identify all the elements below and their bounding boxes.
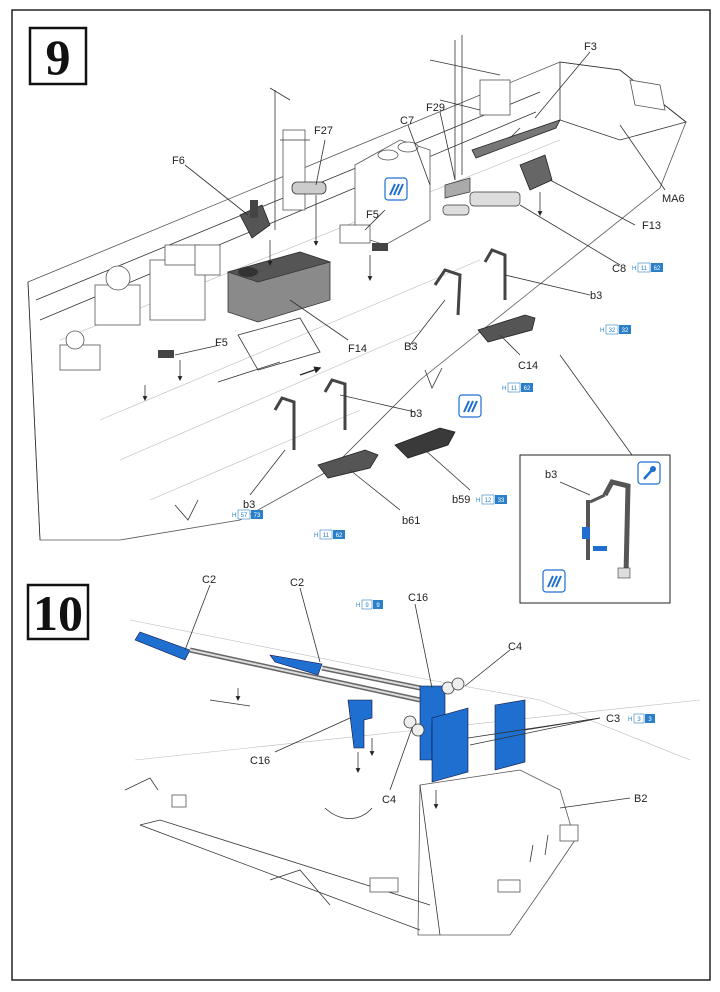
svg-text:62: 62 [524,386,531,392]
svg-text:H: H [502,386,506,392]
svg-text:32: 32 [609,328,616,334]
svg-text:H: H [628,717,632,723]
label-c4-bottom: C4 [382,794,396,806]
paint-code-c8: H 11 62 [632,262,663,273]
svg-text:11: 11 [511,386,518,392]
svg-text:11: 11 [641,266,648,272]
svg-text:H: H [632,266,636,272]
label-b3-lower: b3 [243,499,255,511]
decal-icon [384,177,408,201]
label-b61: b61 [402,515,420,527]
label-f6: F6 [172,155,185,167]
label-c8: C8 [612,263,626,275]
label-b3-middle: b3 [410,408,422,420]
svg-text:H: H [232,513,236,519]
label-c4-top: C4 [508,641,522,653]
label-f3: F3 [584,41,597,53]
svg-text:33: 33 [498,498,505,504]
part-f6 [239,200,271,239]
part-c2-missile-right [269,654,431,693]
decal-icon [458,394,482,418]
part-c3 [431,699,526,783]
step-number-box: 9 [28,26,88,86]
step-number: 10 [33,585,83,641]
paint-code-c14-lower: H 11 62 [502,382,533,393]
part-c4 [403,677,465,737]
svg-text:9: 9 [376,603,380,609]
paint-code-b59: H 12 33 [476,494,507,505]
svg-text:62: 62 [336,533,343,539]
label-b3-upper: b3 [590,290,602,302]
ship-hull-illustration [27,35,687,541]
svg-text:H: H [476,498,480,504]
label-f5-lower: F5 [215,337,228,349]
label-f13: F13 [642,220,661,232]
label-f27: F27 [314,125,333,137]
label-f29: F29 [426,102,445,114]
step-number: 9 [46,29,71,85]
paint-code-c14-upper: H 32 32 [600,324,631,335]
step-number-box: 10 [26,583,90,641]
label-b59: b59 [452,494,470,506]
page-frame [11,9,711,981]
svg-text:57: 57 [241,513,248,519]
label-c2-left: C2 [202,574,216,586]
label-c14: C14 [518,360,538,372]
step-10: 10 [26,574,701,936]
paint-code-b3: H 57 73 [232,509,263,520]
label-c7: C7 [400,115,414,127]
step-10-leaders [184,584,631,809]
detail-inset-b3: b3 [519,454,671,604]
svg-text:H: H [600,328,604,334]
step-9-leaders [174,51,666,511]
label-c2-right: C2 [290,577,304,589]
part-c14-boat [477,314,536,343]
svg-text:32: 32 [622,328,629,334]
step-10-labels: C2 C2 C16 C4 C3 C16 C4 B2 [202,574,647,806]
label-f14: F14 [348,343,367,355]
svg-text:12: 12 [485,498,492,504]
paint-icon [637,461,661,485]
svg-text:3: 3 [648,717,652,723]
label-ma6: MA6 [662,193,685,205]
part-c2-missile-left [134,631,421,703]
decal-icon [542,569,566,593]
part-b61-boat [317,449,379,479]
svg-text:11: 11 [323,533,330,539]
part-c16-left [347,699,373,749]
label-f5-upper: F5 [366,209,379,221]
label-c16-top: C16 [408,592,428,604]
label-c3: C3 [606,713,620,725]
stern-hull-illustration [124,619,701,936]
svg-text:73: 73 [254,513,261,519]
label-b2: B2 [634,793,647,805]
svg-text:3: 3 [637,717,641,723]
svg-text:H: H [314,533,318,539]
paint-code-b61: H 11 62 [314,529,345,540]
paint-code-c3: H 3 3 [628,713,655,724]
svg-text:H: H [356,603,360,609]
paint-code-c2: H 9 9 [356,599,383,610]
label-b3-capital: B3 [404,341,417,353]
part-b59-boat [394,427,456,459]
label-c16-bottom: C16 [250,755,270,767]
detail-label-b3: b3 [545,469,557,481]
step-9: 9 [27,26,687,604]
svg-text:9: 9 [365,603,369,609]
step-9-labels: F3 F27 F29 C7 F6 MA6 F5 F13 C8 b3 F5 F14… [172,41,685,527]
svg-text:62: 62 [654,266,661,272]
